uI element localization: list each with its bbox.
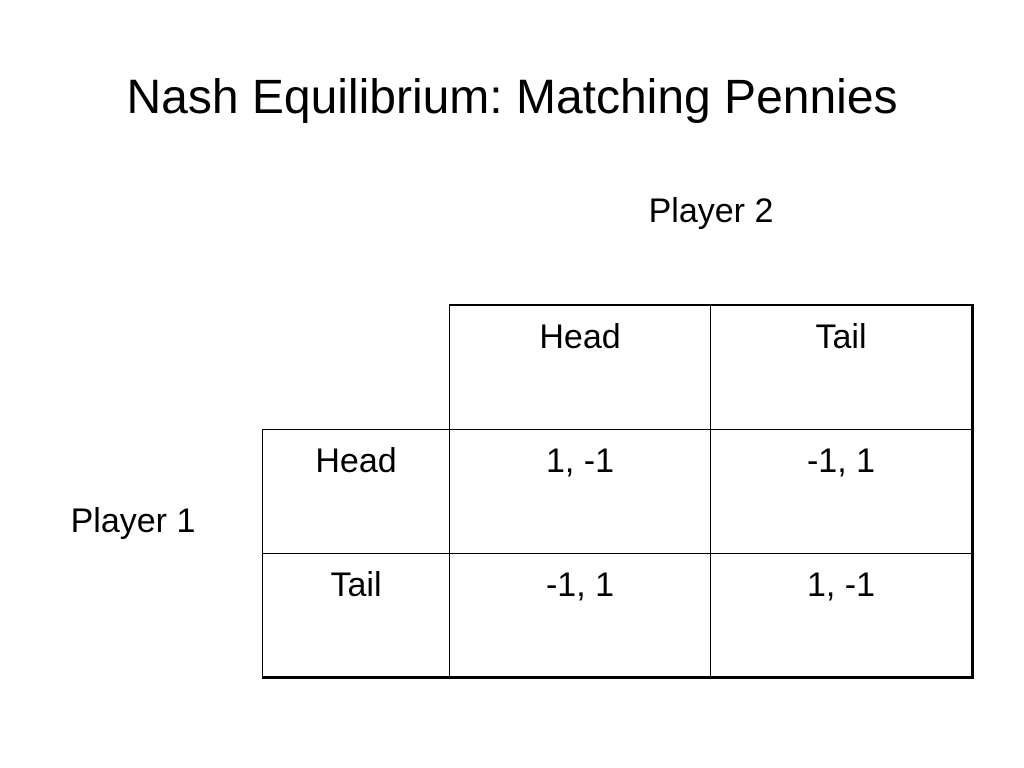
table-row: Head 1, -1 -1, 1: [262, 428, 974, 554]
payoff-value: -1, 1: [806, 441, 876, 480]
column-header-head: Head: [449, 304, 711, 430]
column-header-tail: Tail: [710, 304, 974, 430]
payoff-cell: -1, 1: [449, 552, 711, 679]
payoff-value: 1, -1: [806, 565, 876, 604]
row-header-head: Head: [262, 428, 450, 554]
column-header-label: Head: [539, 318, 621, 356]
payoff-matrix-table: Head Tail Head 1, -1 -1, 1 Tail -1, 1 1,…: [262, 304, 974, 679]
slide-title: Nash Equilibrium: Matching Pennies: [126, 71, 898, 124]
header-row: Head Tail: [262, 304, 974, 430]
row-player-label: Player 1: [70, 502, 196, 540]
row-header-label: Head: [315, 441, 397, 480]
payoff-value: 1, -1: [545, 441, 615, 480]
payoff-cell: 1, -1: [449, 428, 711, 554]
payoff-cell: 1, -1: [710, 552, 974, 679]
row-header-tail: Tail: [262, 552, 450, 679]
empty-corner-cell: [262, 305, 450, 430]
column-player-label: Player 2: [648, 192, 774, 230]
table-row: Tail -1, 1 1, -1: [262, 552, 974, 679]
row-header-label: Tail: [330, 565, 382, 604]
column-header-label: Tail: [815, 318, 867, 356]
payoff-value: -1, 1: [545, 565, 615, 604]
payoff-cell: -1, 1: [710, 428, 974, 554]
